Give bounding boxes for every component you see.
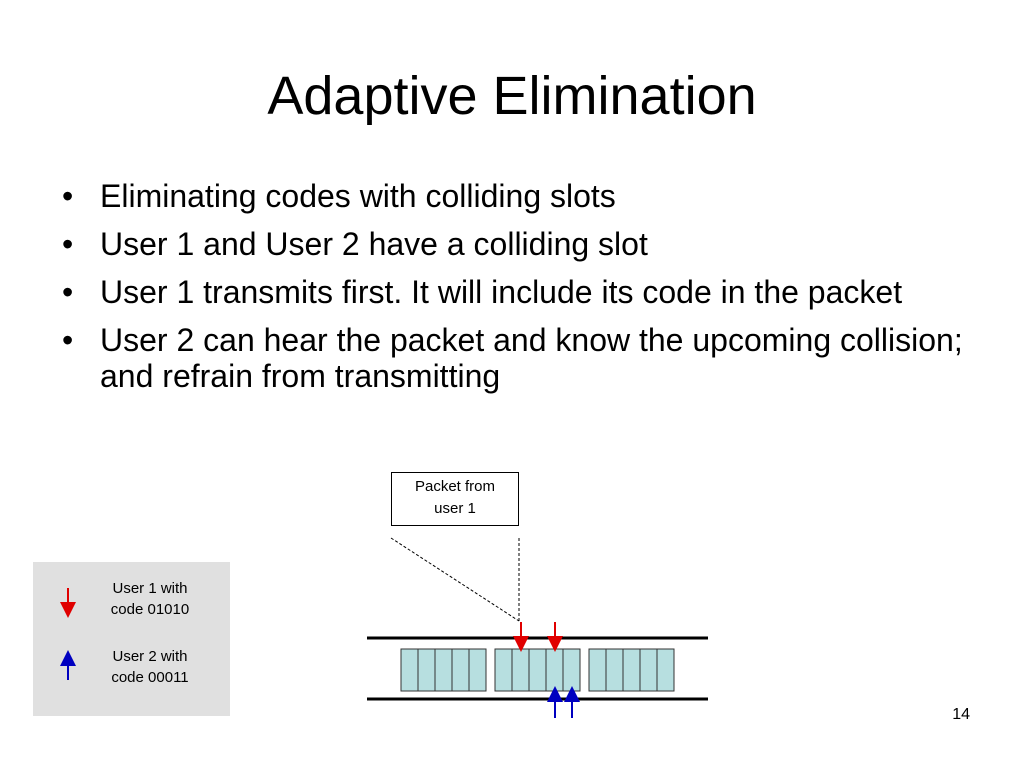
bullet-list: •Eliminating codes with colliding slots … [56, 178, 976, 406]
bullet-text: User 1 transmits first. It will include … [100, 274, 903, 310]
legend-arrows [60, 588, 76, 680]
bullet-item: • User 1 transmits first. It will include… [56, 274, 976, 310]
legend-line: User 1 with [112, 580, 188, 597]
slot [451, 648, 470, 692]
user2-legend-label: User 2 with code 00011 [85, 646, 215, 688]
slot [622, 648, 641, 692]
slot [434, 648, 453, 692]
bullet-text: User 2 can hear the packet and know the … [100, 322, 963, 394]
legend-line: User 2 with [112, 648, 188, 665]
bullet-text: User 1 and User 2 have a colliding slot [100, 226, 648, 262]
callout-leader-line [390, 537, 520, 622]
bullet-dot: • [62, 322, 74, 358]
slot [545, 648, 564, 692]
legend-line: code 00011 [111, 669, 189, 686]
legend-line: code 01010 [110, 601, 190, 618]
bullet-dot: • [62, 226, 74, 262]
bullet-dot: • [62, 274, 74, 310]
slot-groups [400, 648, 675, 692]
user1-legend-label: User 1 with code 01010 [85, 578, 215, 620]
callout-line: Packet from [414, 478, 496, 495]
slot [562, 648, 581, 692]
slot [605, 648, 624, 692]
slide-title: Adaptive Elimination [267, 66, 757, 126]
bullet-item: • User 1 and User 2 have a colliding slot [56, 226, 976, 262]
slot [400, 648, 419, 692]
legend-box: User 1 with code 01010 User 2 with code … [33, 562, 230, 716]
bullet-item: • Eliminating codes with colliding slots [56, 178, 976, 214]
bullet-item: • User 2 can hear the packet and know the… [56, 322, 976, 394]
slot [656, 648, 675, 692]
slot [588, 648, 607, 692]
bullet-dot: • [62, 178, 74, 214]
slot [528, 648, 547, 692]
bullet-text: Eliminating codes with colliding slots [100, 178, 616, 214]
slot [494, 648, 513, 692]
packet-callout: Packet from user 1 [391, 472, 519, 526]
page-number: 14 [952, 706, 970, 723]
slot [511, 648, 530, 692]
slot [417, 648, 436, 692]
callout-line: user 1 [434, 500, 476, 517]
slot [468, 648, 487, 692]
slot [639, 648, 658, 692]
